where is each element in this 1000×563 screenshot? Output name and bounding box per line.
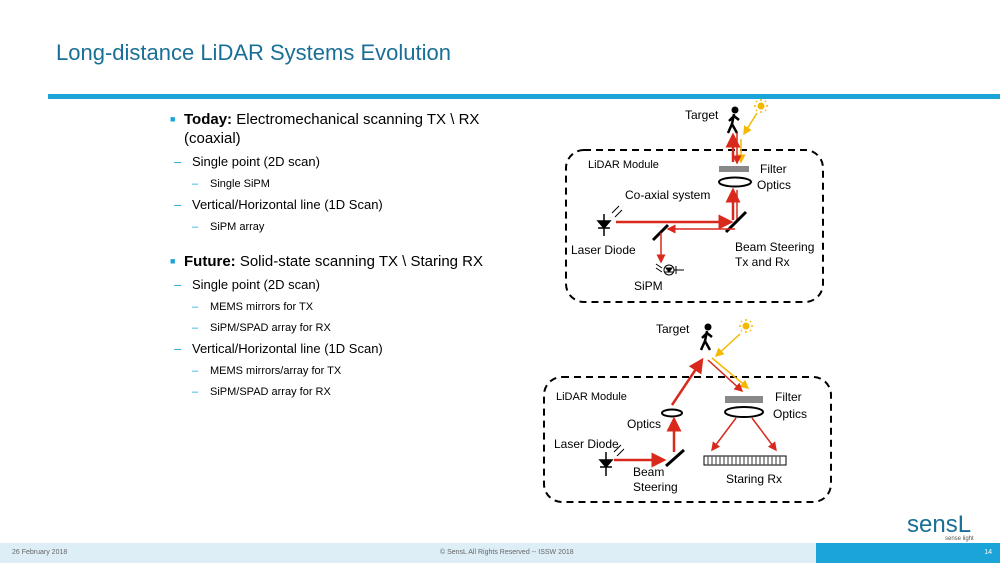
sub-sub-bullet: –MEMS mirrors/array for TX [192, 365, 342, 377]
footer-accent-bar: 14 [816, 543, 1000, 563]
page-number: 14 [984, 549, 992, 556]
laser-diode-label: Laser Diode [554, 437, 619, 451]
beam-splitter-icon [651, 223, 670, 242]
staring-rx-array-icon [703, 455, 787, 466]
dash-bullet-icon: – [192, 301, 199, 313]
module-label: LiDAR Module [588, 159, 659, 171]
pedestrian-icon [726, 106, 740, 134]
dash-bullet-icon: – [192, 221, 199, 233]
logo-wordmark: sensL [907, 511, 971, 538]
sub-sub-bullet: –Single SiPM [192, 178, 270, 190]
laser-diode-label: Laser Diode [571, 243, 636, 257]
steering-label: Steering [633, 480, 678, 494]
sun-icon [739, 319, 753, 333]
today-label: Today: [184, 111, 233, 128]
slide-title: Long-distance LiDAR Systems Evolution [56, 40, 451, 65]
dash-bullet-icon: – [174, 341, 182, 356]
filter-label: Filter [760, 162, 787, 176]
dash-bullet-icon: – [192, 178, 199, 190]
square-bullet-icon: ■ [170, 256, 176, 266]
future-label: Future: [184, 253, 236, 270]
sub-bullet: –Single point (2D scan) [174, 154, 320, 169]
sunlight-ray [714, 333, 741, 358]
optics-label: Optics [757, 178, 791, 192]
sensl-logo: sensL sense light [905, 508, 995, 547]
bullet-future: ■ Future: Solid-state scanning TX \ Star… [170, 252, 520, 271]
dash-bullet-icon: – [192, 386, 199, 398]
square-bullet-icon: ■ [170, 114, 176, 124]
today-text: Electromechanical scanning TX \ RX (coax… [184, 111, 480, 147]
laser-diode-icon [596, 205, 623, 236]
dash-bullet-icon: – [174, 154, 182, 169]
sun-icon [754, 99, 768, 113]
sub-bullet: –Single point (2D scan) [174, 277, 320, 292]
title-underline [48, 94, 1000, 99]
tx-rx-label: Tx and Rx [735, 255, 790, 269]
coaxial-lidar-diagram: Target Filter Optics LiDAR Module Co-axi… [565, 99, 824, 303]
bullet-today: ■ Today: Electromechanical scanning TX \… [170, 110, 520, 148]
dash-bullet-icon: – [174, 277, 182, 292]
module-label: LiDAR Module [556, 391, 627, 403]
bullet-list: ■ Today: Electromechanical scanning TX \… [170, 110, 520, 399]
sub-bullet: –Vertical/Horizontal line (1D Scan) [174, 341, 383, 356]
sensl-logo-mark: sensL sense light [907, 511, 974, 542]
pedestrian-icon [699, 323, 713, 351]
lidar-diagrams: Target Filter Optics LiDAR Module Co-axi… [543, 99, 832, 503]
solid-state-lidar-diagram: Target Filter Optics Staring Rx LiDAR Mo… [543, 319, 832, 503]
sub-sub-bullet: –SiPM/SPAD array for RX [192, 386, 331, 398]
sub-sub-bullet: –SiPM/SPAD array for RX [192, 322, 331, 334]
rx-optics-lens-icon [724, 406, 764, 418]
footer-copyright: © SensL All Rights Reserved -- ISSW 2018 [440, 549, 574, 556]
beam-label: Beam [633, 465, 664, 479]
slide-footer: 26 February 2018 © SensL All Rights Rese… [0, 543, 1000, 563]
sunlight-ray [743, 112, 758, 136]
coaxial-label: Co-axial system [625, 188, 710, 202]
module-border [565, 149, 824, 303]
beam-steering-label: Beam Steering [735, 240, 814, 254]
dash-bullet-icon: – [192, 322, 199, 334]
sub-bullet: –Vertical/Horizontal line (1D Scan) [174, 197, 383, 212]
dash-bullet-icon: – [192, 365, 199, 377]
filter-icon [719, 166, 749, 172]
logo-tagline: sense light [945, 536, 974, 542]
target-label: Target [656, 322, 690, 336]
staring-rx-label: Staring Rx [726, 472, 782, 486]
target-label: Target [685, 108, 719, 122]
tx-optics-lens-icon [661, 408, 683, 418]
optics-lens-icon [718, 176, 752, 188]
dash-bullet-icon: – [174, 197, 182, 212]
tx-beam [670, 357, 704, 406]
laser-diode-icon [598, 444, 625, 476]
sub-sub-bullet: –MEMS mirrors for TX [192, 301, 314, 313]
sipm-label: SiPM [634, 279, 663, 293]
rx-focus-beam [751, 417, 777, 452]
mems-mirror-icon [665, 448, 685, 468]
rx-optics-label: Optics [773, 407, 807, 421]
filter-icon [725, 396, 763, 403]
array-pixels [707, 456, 781, 465]
sipm-icon [655, 263, 684, 276]
rx-focus-beam [711, 417, 737, 452]
sunlight-ray [711, 357, 750, 389]
filter-label: Filter [775, 390, 802, 404]
footer-date: 26 February 2018 [12, 549, 68, 556]
rx-beam [707, 359, 744, 393]
sub-sub-bullet: –SiPM array [192, 221, 265, 233]
module-border [543, 376, 832, 503]
future-text: Solid-state scanning TX \ Staring RX [235, 253, 484, 270]
tx-optics-label: Optics [627, 417, 661, 431]
